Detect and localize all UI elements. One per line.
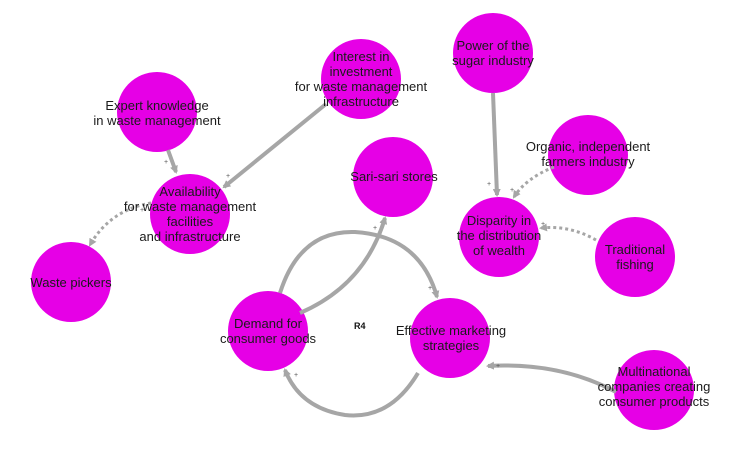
- loop-label-r4: R4: [354, 321, 366, 331]
- node-label-line: Multinational: [618, 364, 691, 379]
- node-label-line: consumer products: [599, 394, 710, 409]
- sign-demand-sari: +: [373, 225, 377, 232]
- node-sari-circle[interactable]: [353, 137, 433, 217]
- node-label-line: and infrastructure: [139, 229, 240, 244]
- node-label-line: for waste management: [295, 79, 428, 94]
- link-demand-sari: [299, 216, 388, 315]
- node-label-line: infrastructure: [323, 94, 399, 109]
- sign-organic-disparity: +: [510, 187, 514, 194]
- node-interest-circle[interactable]: [321, 39, 401, 119]
- sign-interest-availability: +: [226, 173, 230, 180]
- node-label-line: strategies: [423, 338, 480, 353]
- link-power-disparity: [491, 92, 501, 197]
- sign-traditional-disparity: +: [541, 221, 545, 228]
- node-sari-label: Sari-sari stores: [350, 169, 438, 184]
- sign-multinational-marketing: +: [496, 363, 500, 370]
- node-label-line: Interest in: [332, 49, 389, 64]
- node-waste-pickers-label: Waste pickers: [30, 275, 112, 290]
- node-label-line: facilities: [167, 214, 214, 229]
- node-label-line: Expert knowledge: [105, 98, 208, 113]
- sign-expert-availability: +: [164, 159, 168, 166]
- node-label-line: of wealth: [473, 243, 525, 258]
- node-organic-circle[interactable]: [548, 115, 628, 195]
- node-availability-circle[interactable]: [150, 174, 230, 254]
- sign-marketing-demand: +: [294, 372, 298, 379]
- node-label-line: Availability: [159, 184, 221, 199]
- node-label-line: fishing: [616, 257, 654, 272]
- node-label-line: Effective marketing: [396, 323, 506, 338]
- link-organic-disparity: [512, 165, 555, 199]
- node-label-line: investment: [330, 64, 393, 79]
- node-label-line: Demand for: [234, 316, 303, 331]
- node-waste-pickers-circle[interactable]: [31, 242, 111, 322]
- node-label-line: the distribution: [457, 228, 542, 243]
- node-label-line: farmers industry: [541, 154, 635, 169]
- node-label-line: Power of the: [457, 38, 530, 53]
- node-label-line: Sari-sari stores: [350, 169, 438, 184]
- node-label-line: companies creating: [598, 379, 711, 394]
- node-label-line: sugar industry: [452, 53, 534, 68]
- sign-availability-pickers: +: [140, 207, 144, 214]
- node-label-line: Disparity in: [467, 213, 531, 228]
- link-expert-availability: [166, 149, 178, 174]
- node-multinational-circle[interactable]: [614, 350, 694, 430]
- node-label-line: in waste management: [93, 113, 221, 128]
- node-marketing-circle[interactable]: [410, 298, 490, 378]
- node-power-circle[interactable]: [453, 13, 533, 93]
- node-demand-circle[interactable]: [228, 291, 308, 371]
- link-traditional-disparity: [539, 223, 597, 242]
- link-demand-marketing: [278, 229, 440, 299]
- link-availability-pickers: [88, 201, 152, 247]
- node-label-line: Waste pickers: [30, 275, 112, 290]
- sign-power-disparity: +: [487, 181, 491, 188]
- node-expert-circle[interactable]: [117, 72, 197, 152]
- node-label-line: Organic, independent: [526, 139, 651, 154]
- node-disparity-circle[interactable]: [459, 197, 539, 277]
- link-marketing-demand: [283, 368, 420, 418]
- sign-demand-marketing: +: [428, 285, 432, 292]
- node-label-line: Traditional: [605, 242, 665, 257]
- node-label-line: for waste management: [124, 199, 257, 214]
- node-label-line: consumer goods: [220, 331, 317, 346]
- link-multinational-marketing: [486, 361, 617, 394]
- node-traditional-circle[interactable]: [595, 217, 675, 297]
- link-interest-availability: [222, 102, 328, 189]
